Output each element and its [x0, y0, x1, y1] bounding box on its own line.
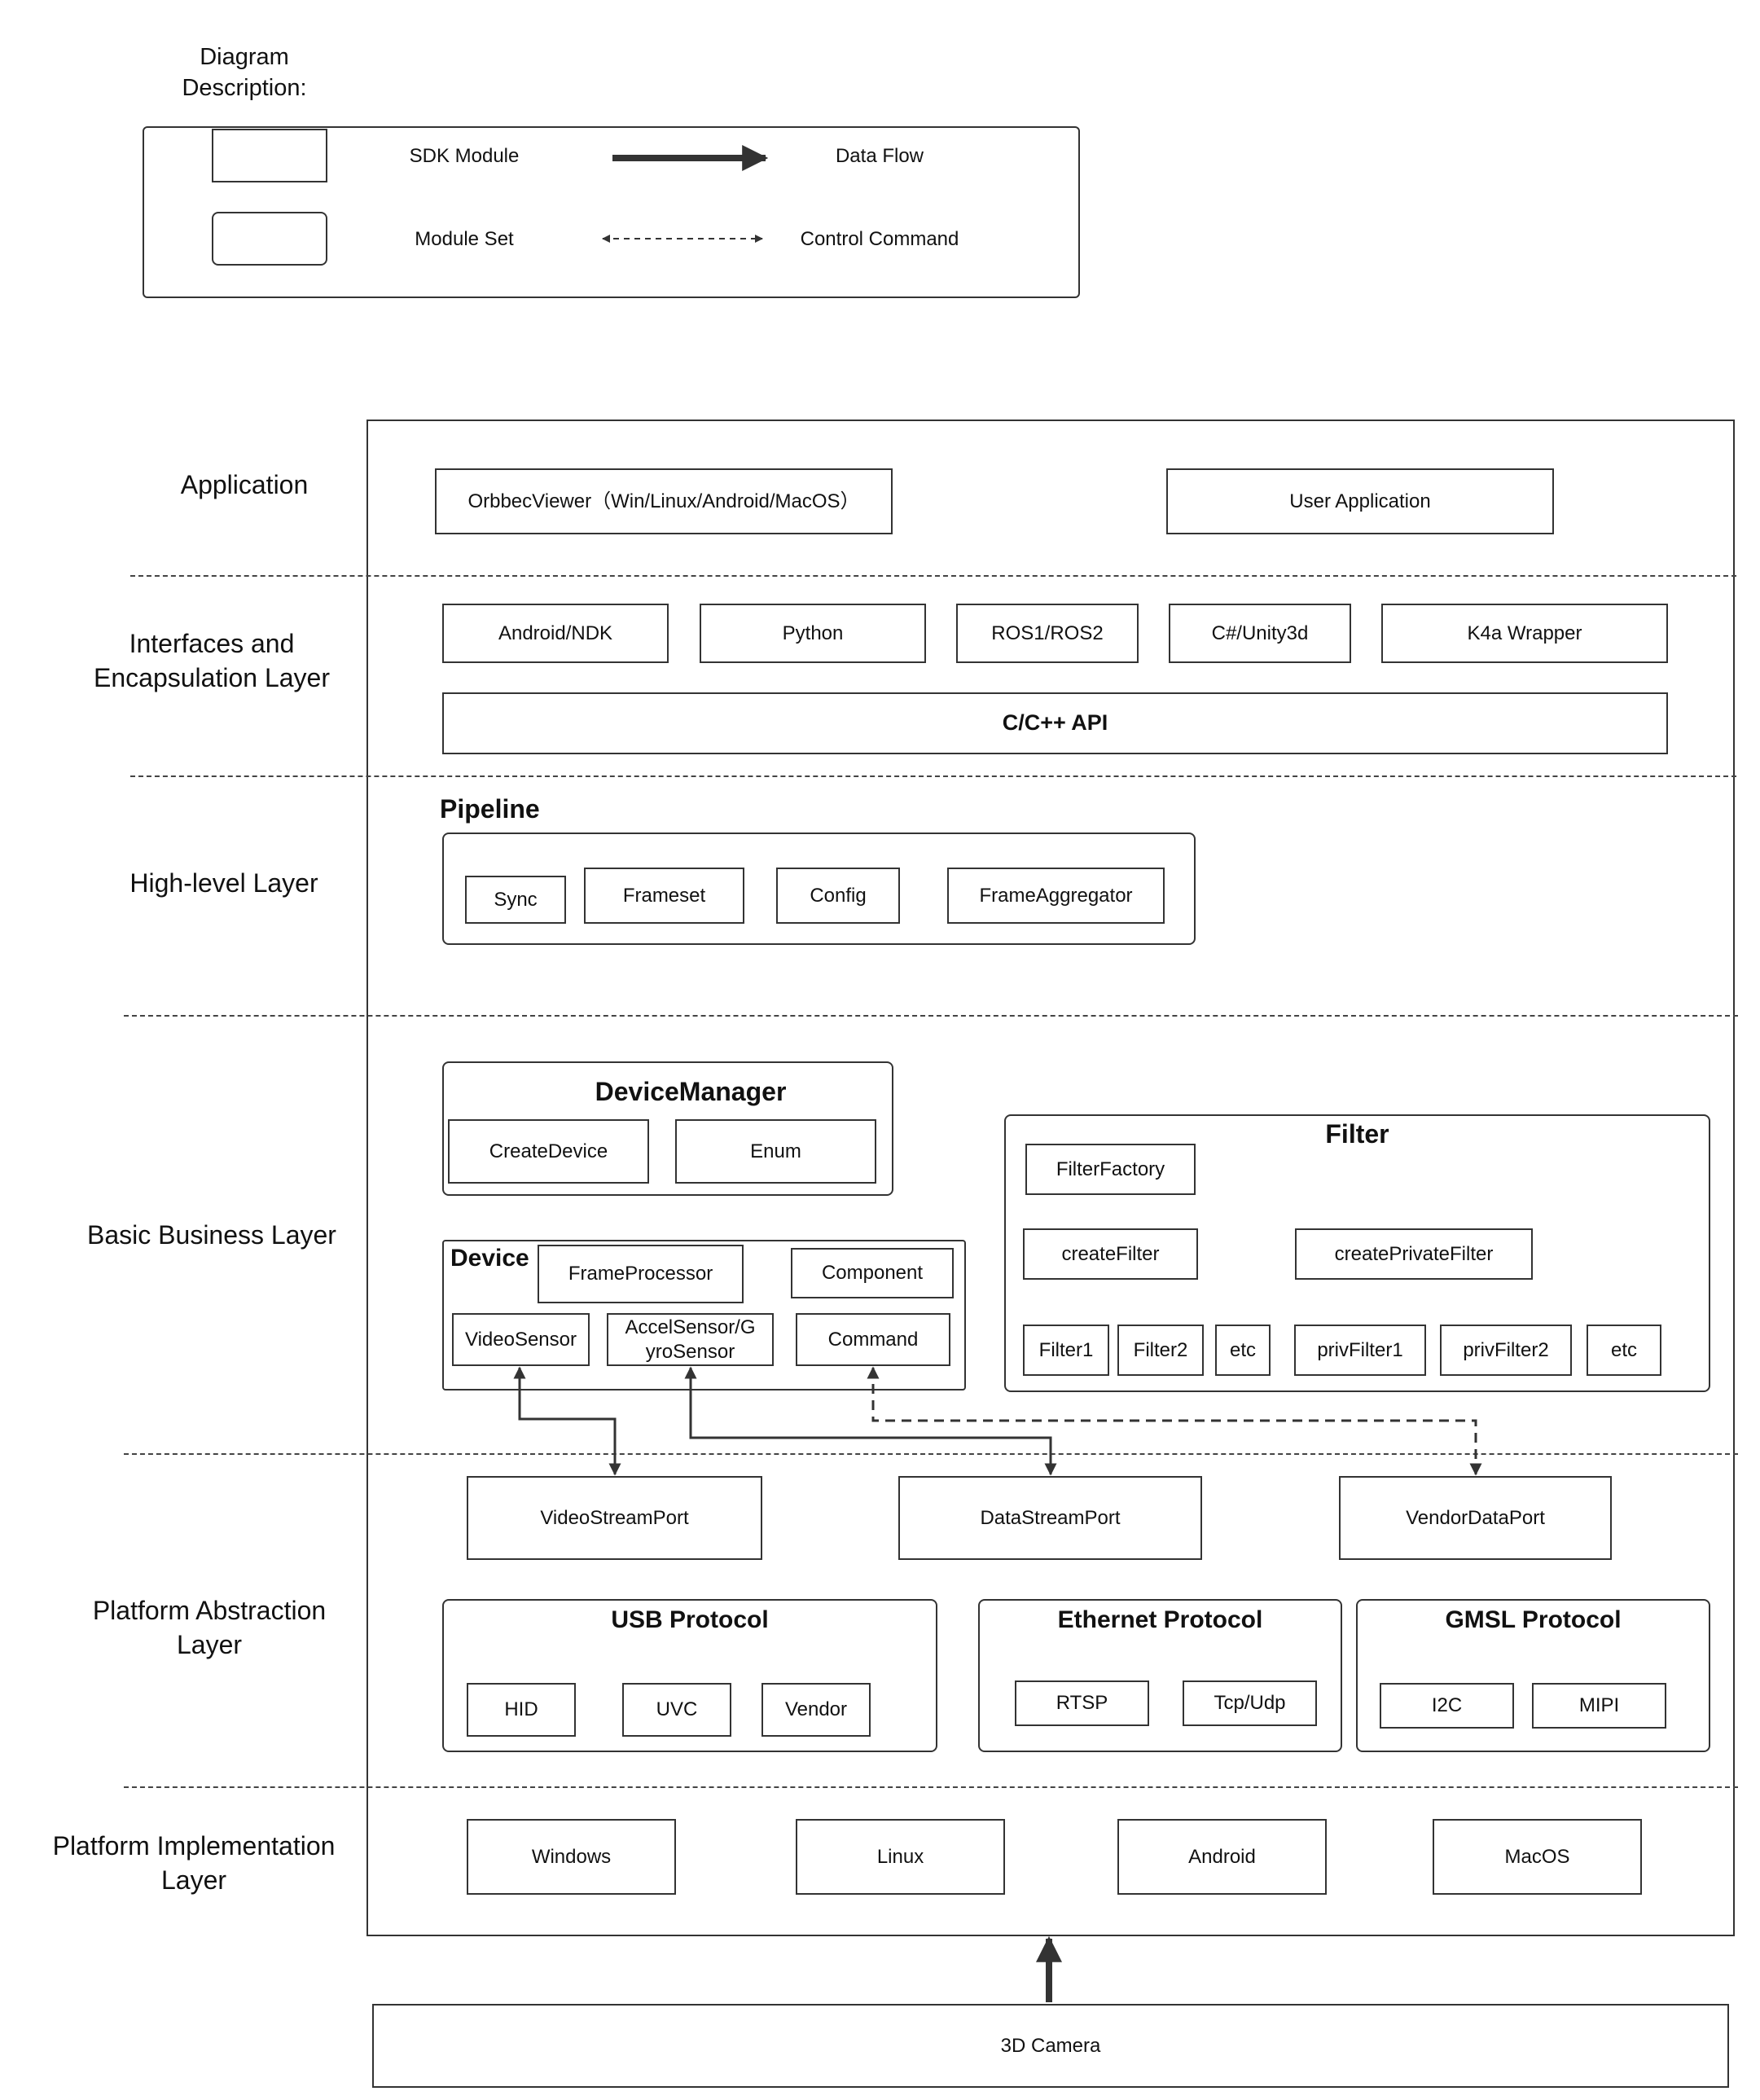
tcp-udp-module: Tcp/Udp: [1183, 1680, 1317, 1726]
layer-label-basic-business: Basic Business Layer: [87, 1220, 336, 1250]
layer-label-application: Application: [180, 470, 309, 499]
component-module: Component: [791, 1248, 954, 1298]
android-module: Android: [1117, 1819, 1327, 1895]
separator-line: [124, 1015, 1738, 1017]
layer-label-high-level: High-level Layer: [129, 868, 318, 898]
orbbec-viewer-module: OrbbecViewer（Win/Linux/Android/MacOS）: [435, 468, 893, 534]
device-title: Device: [450, 1245, 529, 1272]
legend-data-flow-label: Data Flow: [835, 145, 924, 167]
usb-vendor-module: Vendor: [761, 1683, 871, 1737]
k4a-wrapper-module: K4a Wrapper: [1381, 604, 1668, 663]
usb-protocol-title: USB Protocol: [611, 1606, 769, 1633]
command-to-vendor-data-port-arrow: [867, 1366, 1482, 1476]
accel-sensor-to-data-stream-port-arrow: [684, 1366, 1057, 1476]
command-module: Command: [796, 1313, 950, 1366]
vendor-data-port-module: VendorDataPort: [1339, 1476, 1612, 1560]
ethernet-protocol-title: Ethernet Protocol: [1057, 1606, 1263, 1633]
layer-label-interfaces: Interfaces and Encapsulation Layer: [94, 629, 330, 692]
architecture-frame: [366, 420, 1735, 1936]
windows-module: Windows: [467, 1819, 676, 1895]
python-module: Python: [700, 604, 926, 663]
macos-module: MacOS: [1433, 1819, 1642, 1895]
ros-module: ROS1/ROS2: [956, 604, 1139, 663]
linux-module: Linux: [796, 1819, 1005, 1895]
pipeline-config: Config: [776, 868, 900, 924]
separator-line: [130, 775, 1736, 777]
filter-factory-module: FilterFactory: [1025, 1144, 1196, 1195]
device-manager-title: DeviceManager: [595, 1077, 787, 1106]
legend-frame: [143, 126, 1080, 298]
frame-processor-module: FrameProcessor: [538, 1245, 744, 1303]
layer-label-platform-implementation: Platform Implementation Layer: [52, 1831, 336, 1895]
data-stream-port-module: DataStreamPort: [898, 1476, 1202, 1560]
legend-control-command-label: Control Command: [800, 228, 959, 250]
3d-camera-module: 3D Camera: [372, 2004, 1729, 2088]
enum-module: Enum: [675, 1119, 876, 1184]
legend-title: Diagram Description:: [182, 44, 307, 101]
android-ndk-module: Android/NDK: [442, 604, 669, 663]
create-device-module: CreateDevice: [448, 1119, 649, 1184]
priv-filter-etc-module: etc: [1587, 1325, 1661, 1376]
csharp-unity-module: C#/Unity3d: [1169, 604, 1351, 663]
i2c-module: I2C: [1380, 1683, 1514, 1729]
user-application-module: User Application: [1166, 468, 1554, 534]
video-sensor-module: VideoSensor: [452, 1313, 590, 1366]
video-sensor-to-video-stream-port-arrow: [513, 1366, 621, 1476]
create-filter-module: createFilter: [1023, 1228, 1198, 1280]
pipeline-sync: Sync: [465, 876, 566, 924]
separator-line: [124, 1786, 1738, 1788]
legend-sdk-module-swatch: [212, 129, 327, 182]
pipeline-frameset: Frameset: [584, 868, 744, 924]
pipeline-title: Pipeline: [440, 794, 540, 824]
accel-gyro-sensor-module: AccelSensor/G yroSensor: [607, 1313, 774, 1366]
mipi-module: MIPI: [1532, 1683, 1666, 1729]
uvc-module: UVC: [622, 1683, 731, 1737]
legend-sdk-module-label: SDK Module: [409, 145, 520, 167]
legend-module-set-label: Module Set: [415, 228, 514, 250]
video-stream-port-module: VideoStreamPort: [467, 1476, 762, 1560]
rtsp-module: RTSP: [1015, 1680, 1149, 1726]
layer-label-platform-abstraction: Platform Abstraction Layer: [92, 1596, 327, 1659]
separator-line: [130, 575, 1736, 577]
c-cpp-api-module: C/C++ API: [442, 692, 1668, 754]
ethernet-protocol-group: [978, 1599, 1342, 1752]
pipeline-frame-aggregator: FrameAggregator: [947, 868, 1165, 924]
filter-title: Filter: [1325, 1119, 1389, 1149]
legend-module-set-swatch: [212, 212, 327, 266]
hid-module: HID: [467, 1683, 576, 1737]
create-private-filter-module: createPrivateFilter: [1295, 1228, 1533, 1280]
gmsl-protocol-title: GMSL Protocol: [1445, 1606, 1622, 1633]
